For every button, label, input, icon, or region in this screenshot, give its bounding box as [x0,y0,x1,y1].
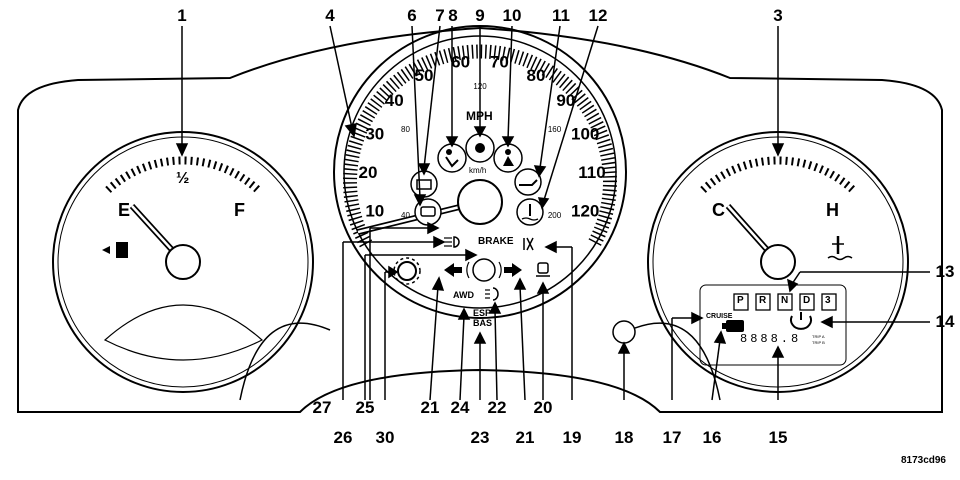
callout-7: 7 [435,6,445,25]
fuel-lower-panel [103,304,264,361]
trip-a-label: TRIP A [812,334,825,339]
front-fog-light-indicator [485,287,499,301]
fuel-full-label: F [234,200,245,220]
right-turn-signal-icon [504,263,522,277]
callout-19: 19 [562,428,582,447]
callout-1: 1 [177,6,187,25]
callout-22: 22 [487,398,507,417]
mph-tick-label: 110 [578,163,605,182]
temp-needle-hub [760,244,796,280]
kmh-label: km/h [469,166,487,175]
callout-9: 9 [475,6,485,25]
callout-10: 10 [502,6,522,25]
prndl-indicator [733,293,837,311]
fuel-pump-icon [102,242,128,258]
callout-14: 14 [935,312,955,331]
callout-18: 18 [614,428,634,447]
speedometer [333,25,627,319]
kmh-tick-label: 120 [473,82,487,91]
kmh-tick-label: 160 [548,125,562,134]
engine-temp-light [516,198,544,226]
callout-20: 20 [533,398,553,417]
mph-tick-label: 40 [385,91,404,110]
fuel-empty-label: E [118,200,131,220]
callout-16: 16 [702,428,722,447]
oil-pressure-light [514,168,542,196]
callout-6: 6 [407,6,417,25]
prndl-3: 3 [825,295,831,306]
transmission-light [414,198,442,226]
callout-23: 23 [470,428,490,447]
callout-8: 8 [448,6,458,25]
fuel-half-label: ½ [176,170,190,187]
callout-4: 4 [325,6,335,25]
kmh-tick-label: 200 [548,211,562,220]
center-indicator-light [465,133,495,163]
evic-display-panel [699,284,847,366]
battery-light [410,170,438,198]
mph-tick-label: 90 [556,91,575,110]
callout-21-left: 21 [420,398,440,417]
left-turn-signal-icon [444,263,462,277]
prndl-d: D [803,295,811,306]
prndl-p: P [737,295,744,306]
headlight-high-beam-indicator [444,236,460,248]
trip-b-label: TRIP B [812,340,825,345]
abs-warning-light [466,258,502,282]
mph-tick-label: 70 [490,53,509,72]
air-bag-warning-light [437,143,467,173]
mph-tick-label: 100 [571,125,599,144]
kmh-tick-label: 80 [401,125,410,134]
callout-26: 26 [333,428,353,447]
rear-fog-light-indicator [523,237,534,251]
reference-code: 8173cd96 [900,455,946,466]
callout-13: 13 [935,262,955,281]
callout-11: 11 [552,6,570,25]
callout-12: 12 [588,6,608,25]
callout-3: 3 [773,6,783,25]
fuel-needle-hub [165,244,201,280]
bas-label: BAS [473,318,493,328]
callout-25: 25 [355,398,375,417]
mph-tick-label: 60 [451,53,470,72]
callout-15: 15 [768,428,788,447]
odometer-display: 8888.8 [740,332,802,346]
leader-lines [175,25,930,401]
cruise-label: CRUISE [706,313,733,320]
coolant-icon [827,236,853,261]
callout-30: 30 [375,428,395,447]
speedometer-needle-hub [457,179,503,225]
security-light-icon [536,262,550,277]
prndl-n: N [781,295,789,306]
mph-tick-label: 10 [365,201,384,220]
temp-cold-label: C [712,200,725,220]
mph-label: MPH [466,109,493,123]
callout-21-right: 21 [515,428,535,447]
mph-tick-label: 80 [527,66,546,85]
callout-27: 27 [312,398,332,417]
mph-tick-label: 120 [571,201,599,220]
fuel-gauge [52,131,314,393]
awd-label: AWD [453,290,474,300]
mph-tick-label: 50 [415,66,434,85]
parking-brake-icon [393,257,421,285]
tire-pressure-light [790,312,812,330]
callout-17: 17 [662,428,682,447]
temp-hot-label: H [826,200,839,220]
kmh-tick-label: 40 [401,211,410,220]
esp-label: ESP [473,308,492,318]
brake-warning-label: BRAKE [478,236,514,247]
callout-24: 24 [450,398,470,417]
mph-tick-label: 20 [359,163,378,182]
prndl-r: R [759,295,767,306]
trip-reset-button[interactable] [612,320,636,344]
seat-belt-reminder-light [493,143,523,173]
mph-tick-label: 30 [365,125,384,144]
check-engine-light [722,320,744,332]
